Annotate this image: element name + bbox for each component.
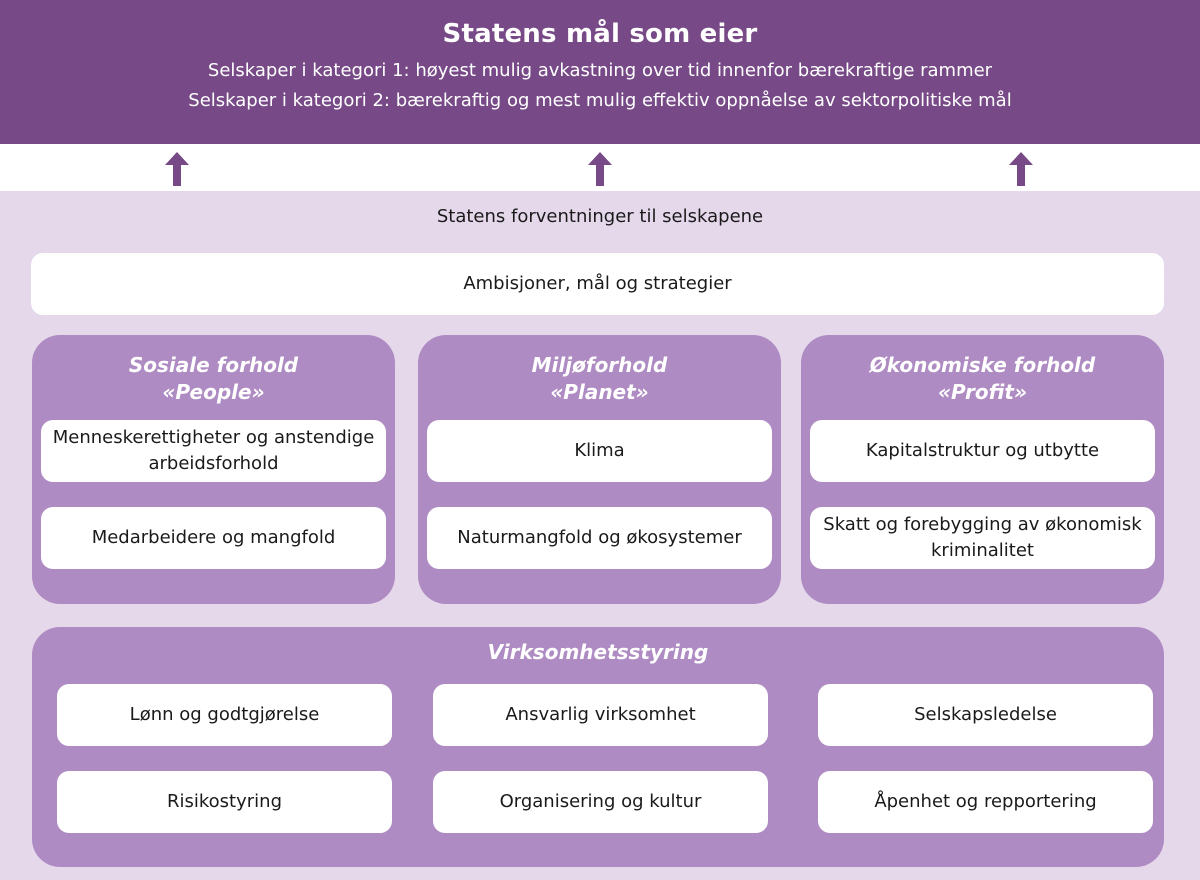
owner-goals-header: Statens mål som eier Selskaper i kategor… — [0, 0, 1200, 144]
arrow-up-icon — [165, 152, 189, 186]
pillar-social: Sosiale forhold «People» Menneskerettigh… — [32, 335, 395, 604]
pillar-item: Menneskerettigheter og anstendige arbeid… — [41, 420, 386, 482]
governance-item: Ansvarlig virksomhet — [433, 684, 768, 746]
arrow-up-icon — [588, 152, 612, 186]
governance-item: Organisering og kultur — [433, 771, 768, 833]
pillar-item: Kapitalstruktur og utbytte — [810, 420, 1155, 482]
pillar-title: Miljøforhold «Planet» — [418, 352, 781, 406]
pillar-title-sub: «Planet» — [550, 380, 649, 404]
pillar-title-main: Sosiale forhold — [128, 353, 299, 377]
pillar-title: Økonomiske forhold «Profit» — [801, 352, 1164, 406]
ambitions-box: Ambisjoner, mål og strategier — [31, 253, 1164, 315]
pillar-environment: Miljøforhold «Planet» Klima Naturmangfol… — [418, 335, 781, 604]
expectations-title: Statens forventninger til selskapene — [436, 206, 764, 227]
header-category-1: Selskaper i kategori 1: høyest mulig avk… — [207, 60, 993, 81]
governance-title: Virksomhetsstyring — [487, 640, 709, 664]
pillar-item: Medarbeidere og mangfold — [41, 507, 386, 569]
pillar-item: Naturmangfold og økosystemer — [427, 507, 772, 569]
pillar-economic: Økonomiske forhold «Profit» Kapitalstruk… — [801, 335, 1164, 604]
governance-item: Lønn og godtgjørelse — [57, 684, 392, 746]
governance-item: Risikostyring — [57, 771, 392, 833]
pillar-title: Sosiale forhold «People» — [32, 352, 395, 406]
pillar-item: Skatt og forebygging av økonomisk krimin… — [810, 507, 1155, 569]
header-category-2: Selskaper i kategori 2: bærekraftig og m… — [188, 90, 1012, 111]
pillar-title-sub: «Profit» — [938, 380, 1027, 404]
expectations-section: Statens forventninger til selskapene Amb… — [0, 191, 1200, 880]
header-title: Statens mål som eier — [442, 19, 758, 49]
pillar-title-sub: «People» — [162, 380, 265, 404]
governance-item: Åpenhet og repportering — [818, 771, 1153, 833]
governance-section: Virksomhetsstyring Lønn og godtgjørelse … — [32, 627, 1164, 867]
governance-item: Selskapsledelse — [818, 684, 1153, 746]
pillar-title-main: Miljøforhold — [531, 353, 668, 377]
pillar-item: Klima — [427, 420, 772, 482]
pillar-title-main: Økonomiske forhold — [869, 353, 1096, 377]
arrow-up-icon — [1009, 152, 1033, 186]
